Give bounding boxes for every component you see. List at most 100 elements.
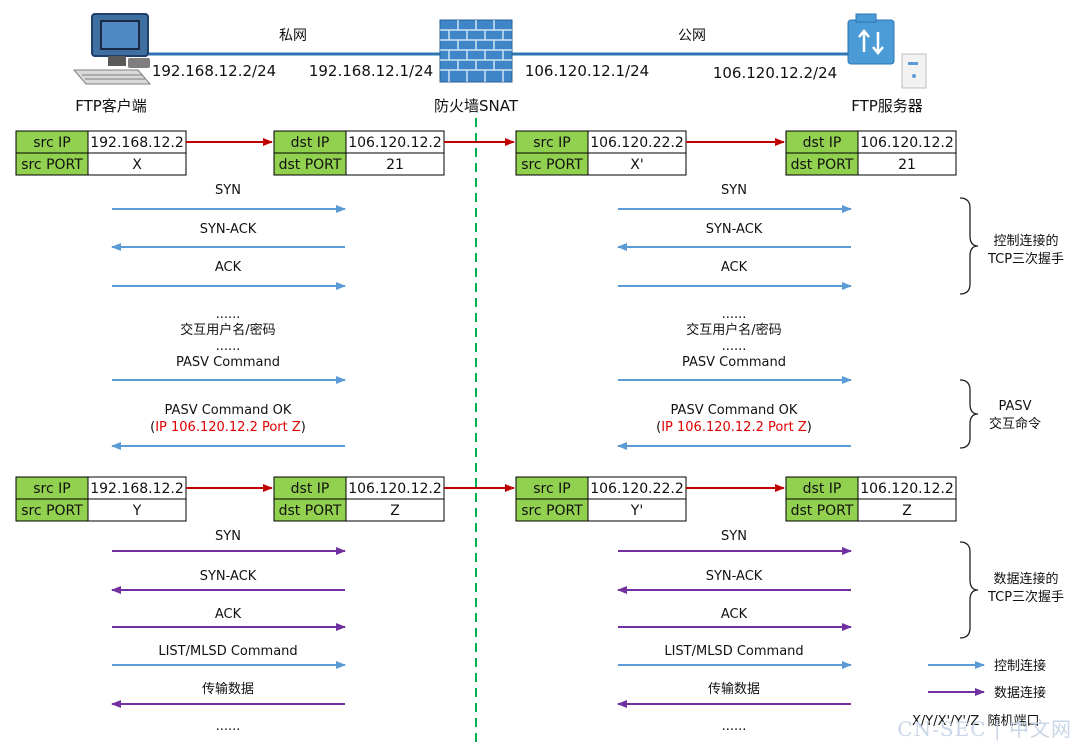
header-field-value: 106.120.12.2 [348, 135, 442, 151]
pasv-reply-ip-port: IP 106.120.12.2 Port Z [661, 420, 807, 435]
header-value-cell [87, 152, 187, 176]
server-label: FTP服务器 [851, 97, 923, 115]
header-field-name: dst PORT [791, 503, 854, 519]
legend-control-label: 控制连接 [994, 658, 1046, 674]
header-field-value: Y [132, 503, 142, 519]
header-value-cell [857, 498, 957, 522]
pasv-note-1: PASV [998, 399, 1031, 414]
header-field-value: X' [630, 157, 643, 173]
message-label: LIST/MLSD Command [158, 644, 297, 659]
header-value-cell [587, 152, 687, 176]
header-field-value: X [132, 157, 142, 173]
data-handshake-note-2: TCP三次握手 [987, 589, 1064, 605]
desktop-computer-icon [72, 13, 152, 85]
header-field-name: src PORT [21, 503, 83, 519]
firewall-label: 防火墙SNAT [434, 97, 519, 115]
header-value-cell [587, 498, 687, 522]
header-value-cell [345, 498, 445, 522]
message-label: ...... [216, 307, 241, 322]
header-field-name: src PORT [521, 503, 583, 519]
header-field-name: dst IP [291, 481, 330, 497]
message-label: ...... [722, 339, 747, 354]
header-field-name: src IP [33, 135, 70, 151]
header-field-value: 106.120.22.2 [590, 481, 684, 497]
firewall-outside-ip-label: 106.120.12.1/24 [525, 62, 649, 80]
message-label: SYN-ACK [706, 222, 763, 237]
message-label: ...... [722, 719, 747, 734]
site-watermark: CN-SEC | 中文网 [897, 717, 1072, 741]
client-ip-label: 192.168.12.2/24 [152, 62, 276, 80]
data-handshake-brace [959, 541, 979, 639]
message-label: 交互用户名/密码 [686, 322, 781, 338]
message-label: ACK [721, 607, 748, 622]
legend-data-label: 数据连接 [994, 685, 1046, 701]
header-field-name: src IP [33, 481, 70, 497]
header-field-value: 106.120.12.2 [860, 481, 954, 497]
message-label: SYN [215, 529, 241, 544]
message-label: SYN-ACK [706, 569, 763, 584]
header-field-value: 192.168.12.2 [90, 481, 184, 497]
data-header-2: dst IP 106.120.12.2 dst PORT Z [273, 476, 515, 522]
header-field-value: 106.120.22.2 [590, 135, 684, 151]
public-network-label: 公网 [678, 28, 706, 44]
message-label: PASV Command [176, 355, 280, 370]
header-field-value: 106.120.12.2 [348, 481, 442, 497]
header-field-value: Y' [630, 503, 643, 519]
header-value-cell [345, 152, 445, 176]
pasv-brace [959, 379, 979, 449]
header-field-name: src IP [533, 481, 570, 497]
message-label: 传输数据 [202, 681, 254, 697]
header-field-name: dst PORT [791, 157, 854, 173]
message-label: PASV Command [682, 355, 786, 370]
pasv-reply-ip-port: IP 106.120.12.2 Port Z [155, 420, 301, 435]
header-field-value: 106.120.12.2 [860, 135, 954, 151]
message-label: SYN [721, 529, 747, 544]
ftp-server-icon [847, 13, 927, 89]
data-handshake-note-1: 数据连接的 [993, 571, 1058, 587]
header-field-name: dst IP [291, 135, 330, 151]
legend-random-ports: X/Y/X'/Y'/Z 随机端口 [912, 714, 1040, 729]
control-header-4: dst IP 106.120.12.2 dst PORT 21 [785, 130, 957, 176]
message-label: ...... [216, 719, 241, 734]
control-handshake-note-2: TCP三次握手 [987, 251, 1064, 267]
message-label: PASV Command OK [671, 403, 798, 418]
message-label: ACK [721, 260, 748, 275]
header-field-name: dst PORT [279, 503, 342, 519]
message-label: ACK [215, 607, 242, 622]
message-label: ACK [215, 260, 242, 275]
pasv-note-2: 交互命令 [989, 416, 1041, 432]
header-field-name: src PORT [21, 157, 83, 173]
header-value-cell [87, 498, 187, 522]
header-field-value: 21 [386, 157, 404, 173]
header-field-value: Z [902, 503, 912, 519]
header-field-value: 21 [898, 157, 916, 173]
private-network-label: 私网 [279, 28, 307, 44]
header-field-name: dst IP [803, 481, 842, 497]
message-label: SYN [721, 183, 747, 198]
header-field-value: Z [390, 503, 400, 519]
message-label: PASV Command OK [165, 403, 292, 418]
data-header-1: src IP 192.168.12.2 src PORT Y [15, 476, 273, 522]
header-field-name: src IP [533, 135, 570, 151]
header-value-cell [857, 152, 957, 176]
control-header-1: src IP 192.168.12.2 src PORT X [15, 130, 273, 176]
message-label: ...... [722, 307, 747, 322]
control-handshake-note-1: 控制连接的 [993, 233, 1058, 249]
header-field-value: 192.168.12.2 [90, 135, 184, 151]
message-label: SYN-ACK [200, 569, 257, 584]
pasv-reply-address: (IP 106.120.12.2 Port Z) [150, 420, 306, 435]
client-label: FTP客户端 [75, 97, 147, 115]
brick-firewall-icon [439, 19, 513, 83]
pasv-reply-address: (IP 106.120.12.2 Port Z) [656, 420, 812, 435]
message-label: LIST/MLSD Command [664, 644, 803, 659]
data-header-3: src IP 106.120.22.2 src PORT Y' [515, 476, 785, 522]
message-label: SYN-ACK [200, 222, 257, 237]
message-label: SYN [215, 183, 241, 198]
message-label: ...... [216, 339, 241, 354]
data-header-4: dst IP 106.120.12.2 dst PORT Z [785, 476, 957, 522]
header-field-name: dst IP [803, 135, 842, 151]
